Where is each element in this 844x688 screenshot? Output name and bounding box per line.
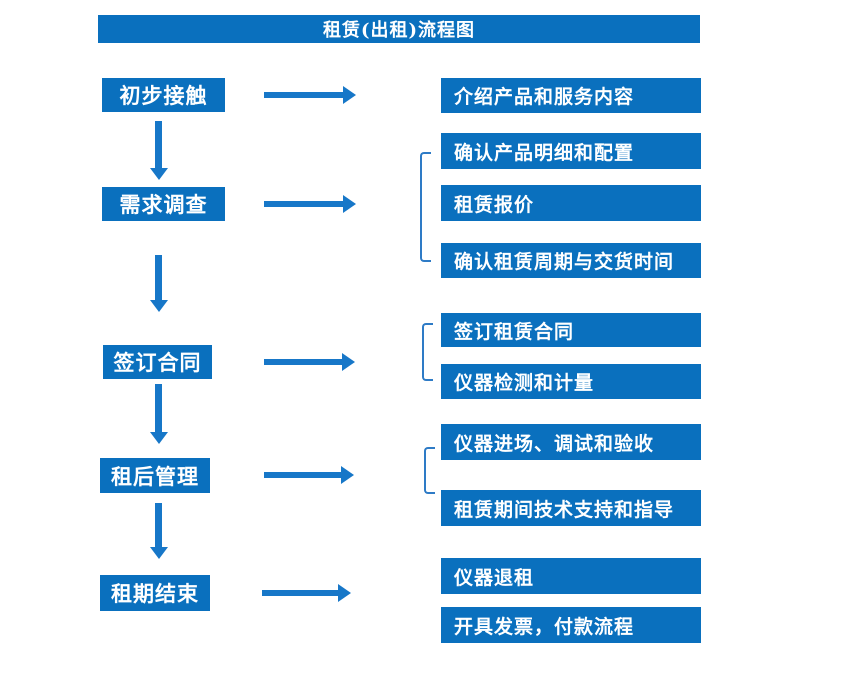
detail-box-confirm-product-details: 确认产品明细和配置 xyxy=(441,133,701,169)
group-bracket-1 xyxy=(420,152,431,262)
stage-box-post-rental-management: 租后管理 xyxy=(100,458,210,493)
stage-box-needs-survey: 需求调查 xyxy=(102,187,225,221)
chart-title: 租赁(出租)流程图 xyxy=(98,15,700,43)
stage-box-initial-contact: 初步接触 xyxy=(102,78,225,112)
detail-box-instrument-testing: 仪器检测和计量 xyxy=(441,364,701,399)
stage-box-rental-end: 租期结束 xyxy=(100,575,210,611)
group-bracket-3 xyxy=(424,447,435,494)
right-arrow-4 xyxy=(264,466,354,484)
down-arrow-4 xyxy=(149,503,168,559)
detail-box-confirm-rental-period: 确认租赁周期与交货时间 xyxy=(441,243,701,278)
right-arrow-5 xyxy=(262,584,351,602)
detail-box-instrument-arrival: 仪器进场、调试和验收 xyxy=(441,424,701,460)
detail-box-instrument-return: 仪器退租 xyxy=(441,558,701,594)
detail-box-rental-quote: 租赁报价 xyxy=(441,185,701,221)
group-bracket-2 xyxy=(422,323,433,381)
detail-box-introduce-products: 介绍产品和服务内容 xyxy=(441,78,701,113)
down-arrow-2 xyxy=(149,255,168,312)
detail-box-technical-support: 租赁期间技术支持和指导 xyxy=(441,490,701,526)
stage-box-contract-signing: 签订合同 xyxy=(103,345,212,379)
detail-box-invoice-payment: 开具发票，付款流程 xyxy=(441,607,701,643)
down-arrow-1 xyxy=(149,121,168,180)
detail-box-sign-rental-contract: 签订租赁合同 xyxy=(441,313,701,347)
right-arrow-3 xyxy=(264,353,355,371)
down-arrow-3 xyxy=(149,384,168,444)
right-arrow-2 xyxy=(264,195,356,213)
right-arrow-1 xyxy=(264,86,356,104)
